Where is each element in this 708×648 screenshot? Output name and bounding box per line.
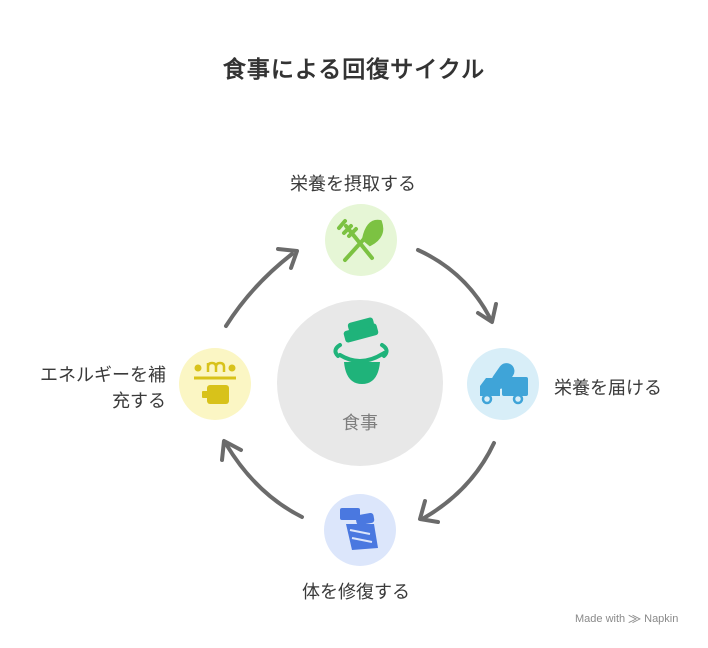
replenish-node (179, 348, 251, 420)
bandaged-hand-icon (340, 508, 378, 550)
food-bowl-icon (333, 317, 389, 384)
napkin-logo-icon: ⨠ (628, 613, 642, 625)
center-label: 食事 (342, 413, 378, 434)
replenish-label-line: 充する (112, 391, 166, 412)
replenish-label-line: エネルギーを補 (40, 365, 166, 386)
fork-spoon-icon (337, 219, 384, 262)
arrow-deliver-to-repair (422, 441, 496, 520)
arrow-repair-to-replenish (224, 442, 304, 519)
credit: Made with ⨠ Napkin (575, 613, 678, 626)
repair-label: 体を修復する (302, 582, 410, 603)
replenish-label: エネルギーを補充する (20, 363, 166, 415)
arrow-replenish-to-intake (224, 252, 294, 328)
diagram-title: 食事による回復サイクル (222, 57, 486, 83)
credit-brand: Napkin (644, 613, 679, 625)
intake-label: 栄養を摂取する (290, 174, 416, 195)
arrow-intake-to-deliver (416, 248, 492, 320)
credit-text: Made with (575, 613, 626, 625)
delivery-truck-icon (480, 363, 528, 405)
deliver-label: 栄養を届ける (554, 378, 662, 399)
battery-charge-icon (194, 361, 236, 404)
